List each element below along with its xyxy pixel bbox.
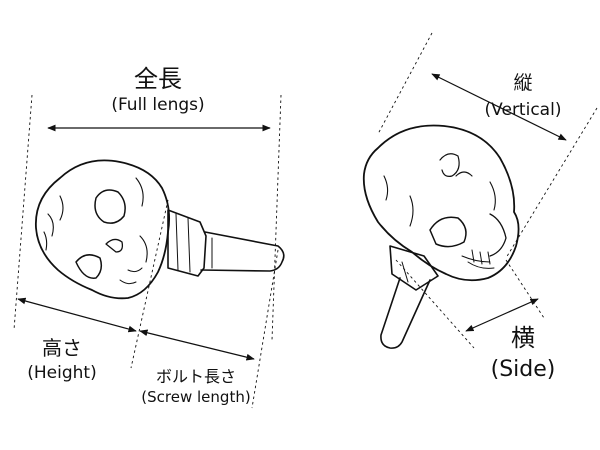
height-arrow <box>17 297 137 333</box>
full-length-label-jp: 全長 <box>134 65 182 93</box>
side-label-jp: 横 <box>511 324 535 352</box>
screw-length-label-jp: ボルト長さ <box>156 367 236 386</box>
height-label-en: (Height) <box>27 363 96 383</box>
right-extension-lines <box>377 32 598 349</box>
side-arrow <box>465 298 539 332</box>
vertical-label-en: (Vertical) <box>485 100 562 120</box>
left-extension-lines <box>13 94 282 409</box>
screw-length-label-en: (Screw length) <box>141 388 250 406</box>
left-skull-bolt <box>35 159 285 300</box>
right-skull-bolt <box>362 124 520 349</box>
vertical-arrow <box>431 73 567 141</box>
height-label-jp: 高さ <box>42 336 82 360</box>
side-label-en: (Side) <box>491 357 556 382</box>
full-length-label-en: (Full lengs) <box>111 95 204 115</box>
vertical-label-jp: 縦 <box>513 72 532 94</box>
screw-length-arrow <box>139 329 255 361</box>
